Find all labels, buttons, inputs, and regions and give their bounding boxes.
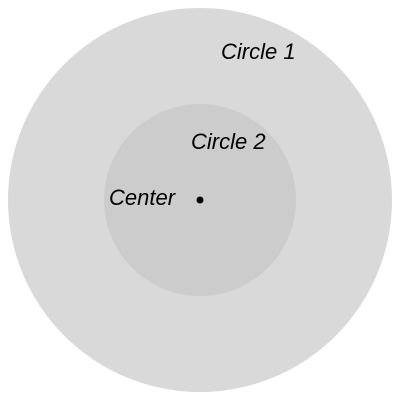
center-label: Center [109,185,177,210]
inner-circle-label: Circle 2 [191,129,266,154]
outer-circle-label: Circle 1 [221,39,296,64]
center-point [196,196,204,204]
